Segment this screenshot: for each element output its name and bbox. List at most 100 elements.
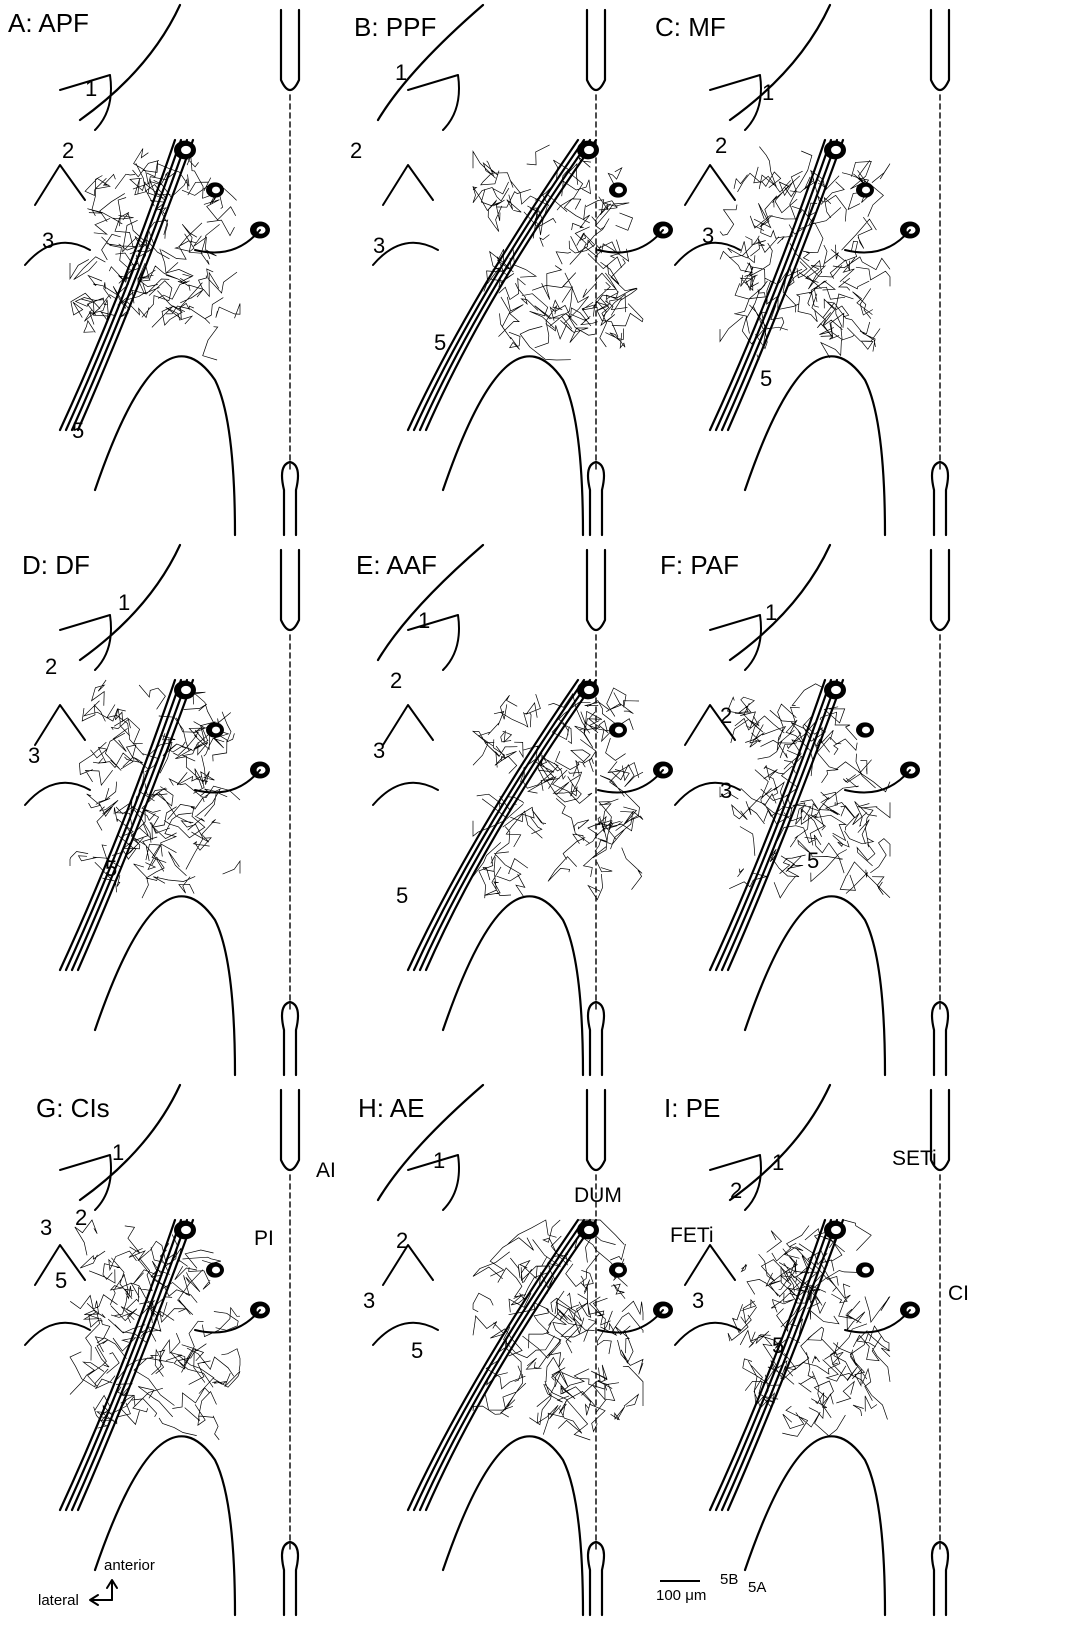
connective-top — [587, 10, 605, 90]
scale-bar-label: 100 μm — [656, 1588, 706, 1603]
connective-bottom — [588, 1002, 604, 1075]
nucleus — [831, 686, 841, 694]
nerve-label-1-a: 1 — [85, 78, 97, 100]
connective-bottom — [282, 462, 298, 535]
connective-top — [281, 1090, 299, 1170]
nerve-label-5-f: 5 — [807, 850, 819, 872]
nerve-label-3-d: 3 — [28, 745, 40, 767]
orientation-anterior: anterior — [104, 1558, 155, 1573]
primary-neurite — [722, 1220, 837, 1510]
nucleus — [615, 727, 623, 734]
nucleus — [862, 1267, 870, 1274]
nucleus — [212, 187, 220, 194]
nucleus — [584, 686, 594, 694]
primary-neurite — [728, 140, 843, 430]
nerve-label-5-g: 5 — [55, 1270, 67, 1292]
nerve-label-5-b: 5 — [434, 332, 446, 354]
nerve-label-5-a: 5 — [72, 420, 84, 442]
connective-top — [281, 10, 299, 90]
nerve-root-1 — [408, 615, 459, 670]
ganglion-outline-upper — [730, 545, 830, 660]
nerve-label-5-d: 5 — [105, 858, 117, 880]
panel-title-h: H: AE — [358, 1093, 424, 1124]
nerve-root-2 — [35, 705, 85, 745]
nucleus — [181, 686, 191, 694]
nerve-root-3 — [373, 1323, 438, 1345]
nerve-label-2-b: 2 — [350, 140, 362, 162]
nerve-label-1-h: 1 — [433, 1150, 445, 1172]
nerve-label-3-e: 3 — [373, 740, 385, 762]
primary-neurite — [60, 680, 175, 970]
nerve-label-1-e: 1 — [418, 610, 430, 632]
primary-neurite — [728, 680, 843, 970]
dendritic-arbor — [70, 680, 240, 898]
nerve-label-5-h: 5 — [411, 1340, 423, 1362]
label-ci: CI — [948, 1283, 969, 1304]
nucleus — [212, 1267, 220, 1274]
dendritic-arbor — [728, 1220, 890, 1436]
connective-bottom — [588, 1542, 604, 1615]
dendritic-arbor — [70, 149, 240, 361]
primary-neurite — [72, 140, 187, 430]
primary-neurite — [722, 680, 837, 970]
panel-a — [25, 5, 299, 535]
nerve-root-2 — [685, 1245, 735, 1285]
label-seti: SETi — [892, 1148, 937, 1169]
primary-neurite — [60, 1220, 175, 1510]
ganglion-outline-lower — [95, 896, 235, 1075]
ganglion-outline-lower — [745, 896, 885, 1075]
ganglion-outline-lower — [443, 356, 583, 535]
panel-g — [25, 1085, 299, 1615]
ganglion-outline-upper — [730, 1085, 830, 1200]
ganglion-outline-lower — [95, 356, 235, 535]
panel-b — [373, 5, 673, 535]
nerve-label-3-i: 3 — [692, 1290, 704, 1312]
panel-title-c: C: MF — [655, 12, 726, 43]
nucleus — [862, 187, 870, 194]
connective-bottom — [588, 462, 604, 535]
nerve-label-3-h: 3 — [363, 1290, 375, 1312]
nerve-label-3-c: 3 — [702, 225, 714, 247]
nerve-label-5-c: 5 — [760, 368, 772, 390]
orientation-lateral: lateral — [38, 1593, 79, 1608]
nerve-label-1-c: 1 — [762, 82, 774, 104]
nerve-label-3-b: 3 — [373, 235, 385, 257]
nerve-root-3 — [675, 1323, 740, 1345]
panel-title-a: A: APF — [8, 8, 89, 39]
nucleus — [615, 187, 623, 194]
nucleus — [831, 146, 841, 154]
nerve-label-2-d: 2 — [45, 656, 57, 678]
nerve-label-3-f: 3 — [720, 780, 732, 802]
dendritic-arbor — [70, 1220, 240, 1440]
ganglion-outline-lower — [443, 1436, 583, 1615]
primary-neurite — [426, 1220, 596, 1510]
nerve-label-2-c: 2 — [715, 135, 727, 157]
nerve-root-2 — [685, 165, 735, 205]
soma-neurite — [598, 770, 663, 793]
soma-neurite — [598, 230, 663, 253]
nerve-label-1-d: 1 — [118, 592, 130, 614]
primary-neurite — [66, 140, 181, 430]
primary-neurite — [78, 1220, 193, 1510]
nerve-label-1-f: 1 — [765, 602, 777, 624]
nerve-label-2-h: 2 — [396, 1230, 408, 1252]
nucleus — [212, 727, 220, 734]
nerve-label-2-a: 2 — [62, 140, 74, 162]
connective-top — [931, 10, 949, 90]
nerve-label-5-e: 5 — [396, 885, 408, 907]
primary-neurite — [710, 1220, 825, 1510]
connective-top — [587, 550, 605, 630]
connective-top — [281, 550, 299, 630]
soma-neurite — [598, 1310, 663, 1333]
primary-neurite — [426, 680, 596, 970]
nerve-root-3 — [25, 1323, 90, 1345]
nucleus — [831, 1226, 841, 1234]
panel-title-b: B: PPF — [354, 12, 436, 43]
label-nerve-5a: 5A — [748, 1580, 766, 1595]
dendritic-arbor — [720, 684, 890, 898]
panel-f — [675, 545, 949, 1075]
nerve-label-1-b: 1 — [395, 62, 407, 84]
connective-bottom — [932, 1542, 948, 1615]
